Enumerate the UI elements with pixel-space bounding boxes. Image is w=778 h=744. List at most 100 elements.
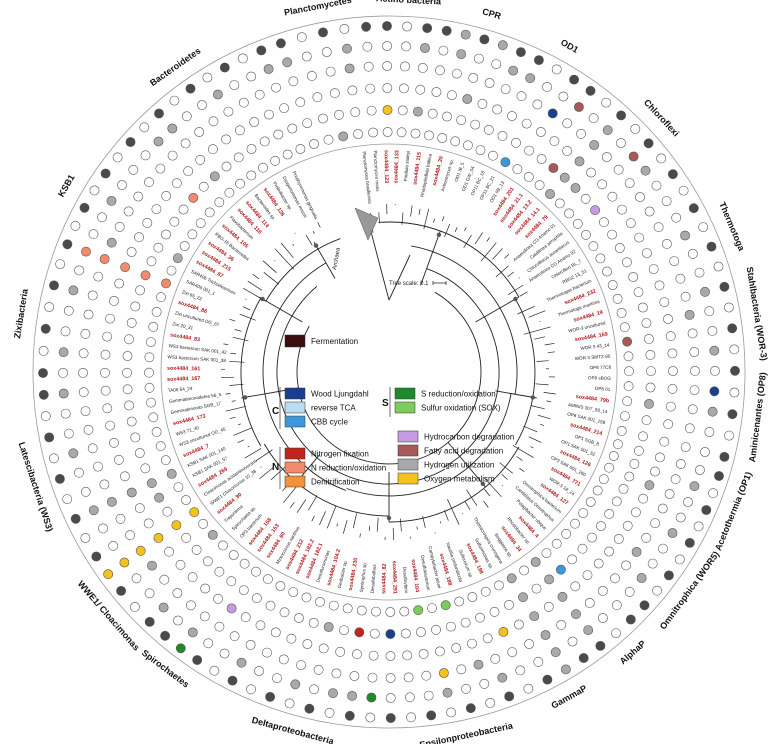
trait-circle xyxy=(119,557,130,568)
phylum-label: Acetothermia (OP1) xyxy=(713,470,754,552)
tree-branch xyxy=(252,273,260,280)
trait-circle xyxy=(181,111,192,122)
trait-circle xyxy=(532,99,543,110)
phylum-label: Omnitrophica (WOR5) xyxy=(658,549,721,631)
trait-circle xyxy=(117,180,127,190)
trait-circle xyxy=(246,144,257,154)
trait-circle xyxy=(365,712,376,723)
trait-circle xyxy=(588,241,599,252)
trait-circle xyxy=(602,266,612,277)
trait-circle xyxy=(655,452,665,463)
trait-circle xyxy=(548,163,559,173)
tree-branch xyxy=(518,277,520,279)
trait-circle xyxy=(156,292,166,303)
tree-branch xyxy=(274,259,276,262)
tree-branch xyxy=(260,466,262,468)
tree-branch xyxy=(466,489,478,506)
trait-circle xyxy=(195,218,206,228)
tree-branch xyxy=(232,336,249,342)
trait-circle xyxy=(427,108,438,119)
trait-circle xyxy=(219,648,230,659)
trait-circle xyxy=(179,241,190,251)
trait-circle xyxy=(44,302,55,312)
tree-branch xyxy=(229,360,245,363)
tree-scale: Tree scale: 0.1 xyxy=(389,281,447,287)
trait-circle xyxy=(130,432,141,443)
tree-branch xyxy=(342,520,348,534)
trait-circle xyxy=(557,591,568,602)
trait-circle xyxy=(356,605,367,616)
trait-circle xyxy=(112,152,123,163)
legend-letter-sulfur: S xyxy=(382,398,389,409)
trait-circle xyxy=(166,265,177,276)
trait-circle xyxy=(78,367,88,378)
trait-circle xyxy=(122,384,133,395)
tree-branch xyxy=(225,405,247,412)
trait-circle xyxy=(192,655,203,665)
tree-arc xyxy=(262,262,347,491)
trait-circle xyxy=(438,668,449,678)
tip-label-genome: sox4484_214 xyxy=(569,422,603,437)
tree-branch xyxy=(536,360,549,362)
tree-branch xyxy=(535,383,549,386)
tip-label-genome: sox4484_167 xyxy=(167,376,200,383)
trait-circle xyxy=(506,573,517,584)
tree-branch xyxy=(247,280,263,291)
trait-circle xyxy=(634,232,645,243)
trait-circle xyxy=(115,513,126,524)
trait-circle xyxy=(688,203,699,214)
trait-circle xyxy=(607,280,618,290)
trait-circle xyxy=(551,538,562,549)
trait-circle xyxy=(683,497,693,507)
trait-circle xyxy=(601,97,612,108)
trait-circle xyxy=(589,140,600,150)
trait-circle xyxy=(710,365,720,376)
tree-branch xyxy=(225,393,231,395)
trait-circle xyxy=(93,461,103,472)
tree-branch xyxy=(231,400,236,402)
trait-circle xyxy=(83,309,94,320)
trait-circle xyxy=(169,95,180,106)
tree-arc xyxy=(426,268,500,468)
trait-circle xyxy=(454,596,465,607)
tree-branch xyxy=(262,260,277,273)
phylum-label: Chloroflexi xyxy=(642,97,681,138)
trait-circle xyxy=(403,672,414,683)
trait-circle xyxy=(608,451,619,461)
trait-circle xyxy=(80,328,91,339)
trait-circle xyxy=(595,253,606,264)
tree-branch xyxy=(296,499,307,513)
tree-branch xyxy=(292,243,295,247)
trait-circle xyxy=(202,72,213,83)
trait-circle xyxy=(62,239,73,250)
trait-circle xyxy=(181,495,191,505)
phylum-label: Bacteroidetes xyxy=(148,46,203,88)
trait-circle xyxy=(290,679,301,690)
trait-circle xyxy=(234,125,245,136)
trait-circle xyxy=(621,560,631,571)
trait-circle xyxy=(671,212,682,223)
trait-circle xyxy=(653,222,664,233)
legend-other-swatch xyxy=(397,472,419,485)
trait-circle xyxy=(175,559,186,570)
trait-circle xyxy=(709,386,720,397)
trait-circle xyxy=(460,617,471,628)
trait-circle xyxy=(109,437,119,448)
trait-circle xyxy=(596,521,606,531)
tree-branch xyxy=(507,284,524,295)
trait-circle xyxy=(271,82,281,93)
trait-circle xyxy=(204,207,215,218)
trait-circle xyxy=(382,127,393,137)
trait-circle xyxy=(313,664,324,675)
trait-circle xyxy=(203,638,214,649)
trait-circle xyxy=(221,161,232,172)
tree-branch xyxy=(486,237,490,242)
trait-circle xyxy=(98,523,108,534)
tip-label-genome: sox4484_83 xyxy=(170,332,201,343)
trait-circle xyxy=(213,593,223,604)
trait-circle xyxy=(641,532,652,543)
trait-circle xyxy=(324,707,335,718)
legend-carbon-label: Wood Ljungdahl xyxy=(311,390,369,399)
trait-circle xyxy=(102,331,113,342)
trait-circle xyxy=(161,229,171,240)
